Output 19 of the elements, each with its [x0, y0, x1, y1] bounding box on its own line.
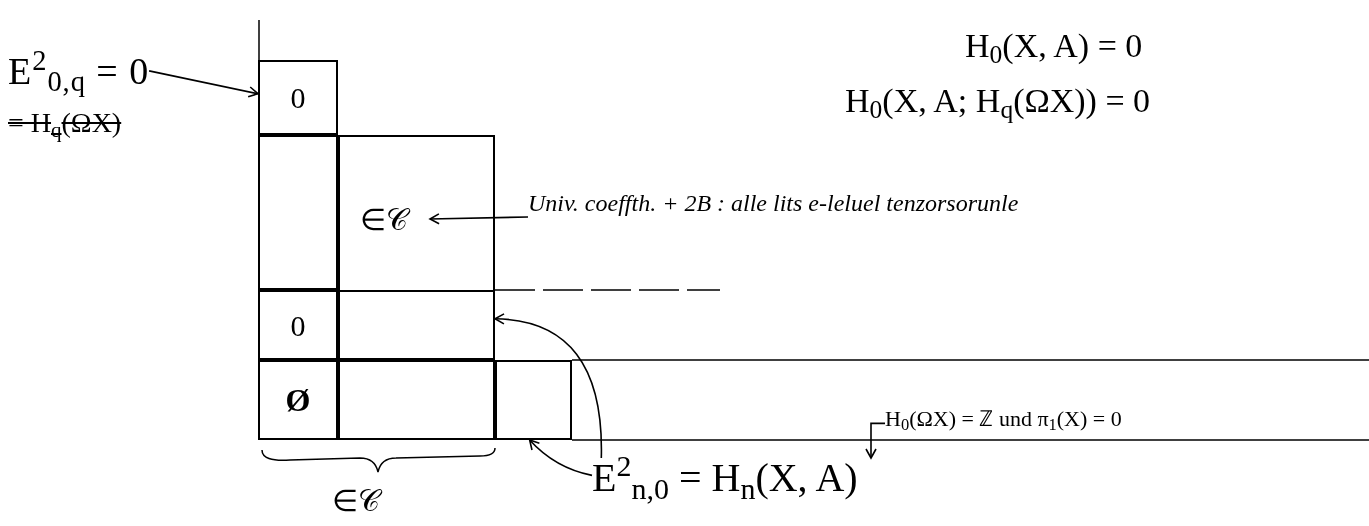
grid-cell: 0 [258, 60, 338, 135]
math-expression: H$_{0}$(X, A) = 0 [965, 26, 1143, 71]
math-expression: E$^{2}$$_{n,0}$ = H$_{n}$(X, A) [592, 458, 902, 516]
arrow [494, 313, 603, 459]
grid-cell [495, 360, 572, 440]
math-expression: H$_{0}$(ΩX) = ℤ und π$_{1}$(X) = 0 [885, 408, 1285, 436]
math-expression: H$_{0}$(X, A; H$_{q}$(ΩX)) = 0 [845, 81, 1151, 126]
arrow [429, 213, 529, 225]
grid-cell [258, 135, 338, 290]
grid-cell: 0 [258, 290, 338, 360]
crossed-out-expression: = H$_{q}$(ΩX) [8, 106, 122, 144]
arrow [865, 422, 886, 459]
grid-cell: Ø [258, 360, 338, 440]
arrow [528, 439, 593, 477]
arrow [148, 70, 259, 98]
annotation-text: Univ. coeffth. + 2B : alle lits e-leluel tenzorsorunle [528, 185, 1048, 265]
grid-block [338, 135, 495, 360]
math-expression: ∈𝒞 [360, 199, 430, 239]
grid-cell [338, 360, 495, 440]
